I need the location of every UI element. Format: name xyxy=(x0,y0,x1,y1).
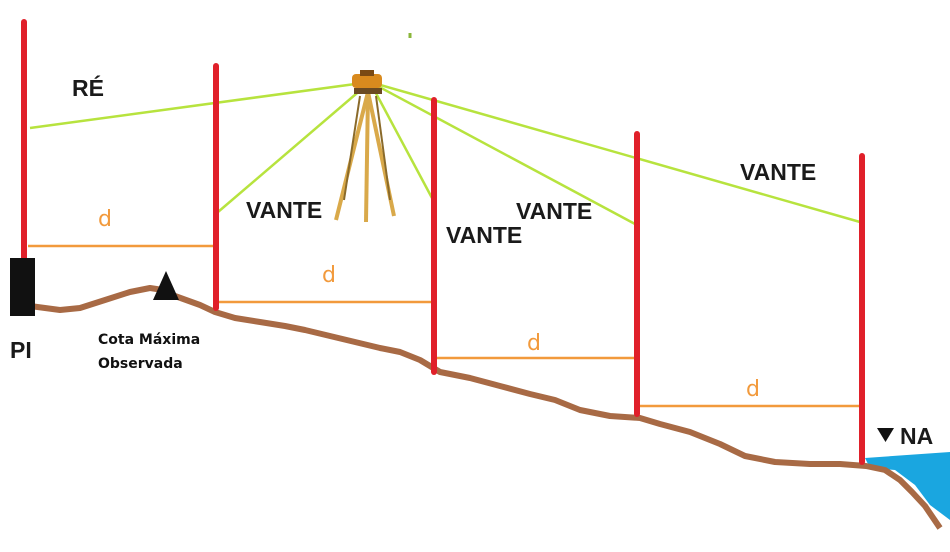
label-d-3: d xyxy=(527,331,541,356)
label-vante-2: VANTE xyxy=(446,222,522,248)
label-pi: PI xyxy=(10,337,32,363)
label-re: RÉ xyxy=(72,74,104,101)
label-vante-1: VANTE xyxy=(246,197,322,223)
label-na: NA xyxy=(900,423,933,449)
distance-lines xyxy=(28,244,860,408)
water-level-triangle-icon xyxy=(877,428,894,442)
label-vante-3: VANTE xyxy=(516,198,592,224)
level-instrument-icon xyxy=(334,70,396,223)
label-vante-4: VANTE xyxy=(740,159,816,185)
label-d-4: d xyxy=(746,377,760,402)
leveling-rods xyxy=(21,19,865,465)
label-cota-line2: Observada xyxy=(98,356,183,372)
max-elevation-triangle xyxy=(153,271,179,300)
label-d-1: d xyxy=(98,207,112,232)
pi-marker xyxy=(10,258,35,316)
label-d-2: d xyxy=(322,263,336,288)
sight-lines xyxy=(29,80,861,226)
ground-profile xyxy=(29,285,943,530)
label-cota-line1: Cota Máxima xyxy=(98,332,200,348)
